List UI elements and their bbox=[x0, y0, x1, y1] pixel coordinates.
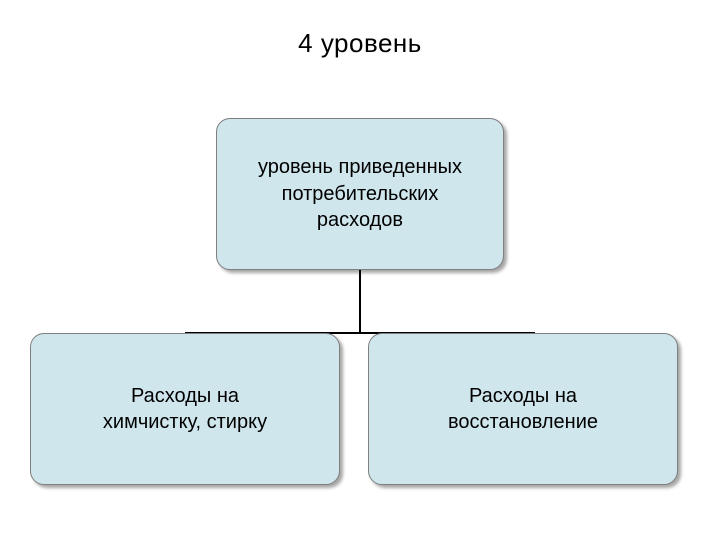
node-top-level-label: уровень приведенных потребительских расх… bbox=[257, 156, 463, 232]
node-dry-cleaning-expenses: Расходы на химчистку, стирку bbox=[30, 333, 340, 485]
node-restoration-expenses-label: Расходы на восстановление bbox=[447, 384, 599, 433]
node-restoration-expenses: Расходы на восстановление bbox=[368, 333, 678, 485]
connector-horizontal-bar bbox=[185, 332, 535, 334]
node-dry-cleaning-expenses-label: Расходы на химчистку, стирку bbox=[102, 384, 268, 433]
connector-vertical-stem bbox=[359, 270, 361, 333]
node-top-level: уровень приведенных потребительских расх… bbox=[216, 118, 504, 270]
page-title: 4 уровень bbox=[298, 28, 422, 58]
